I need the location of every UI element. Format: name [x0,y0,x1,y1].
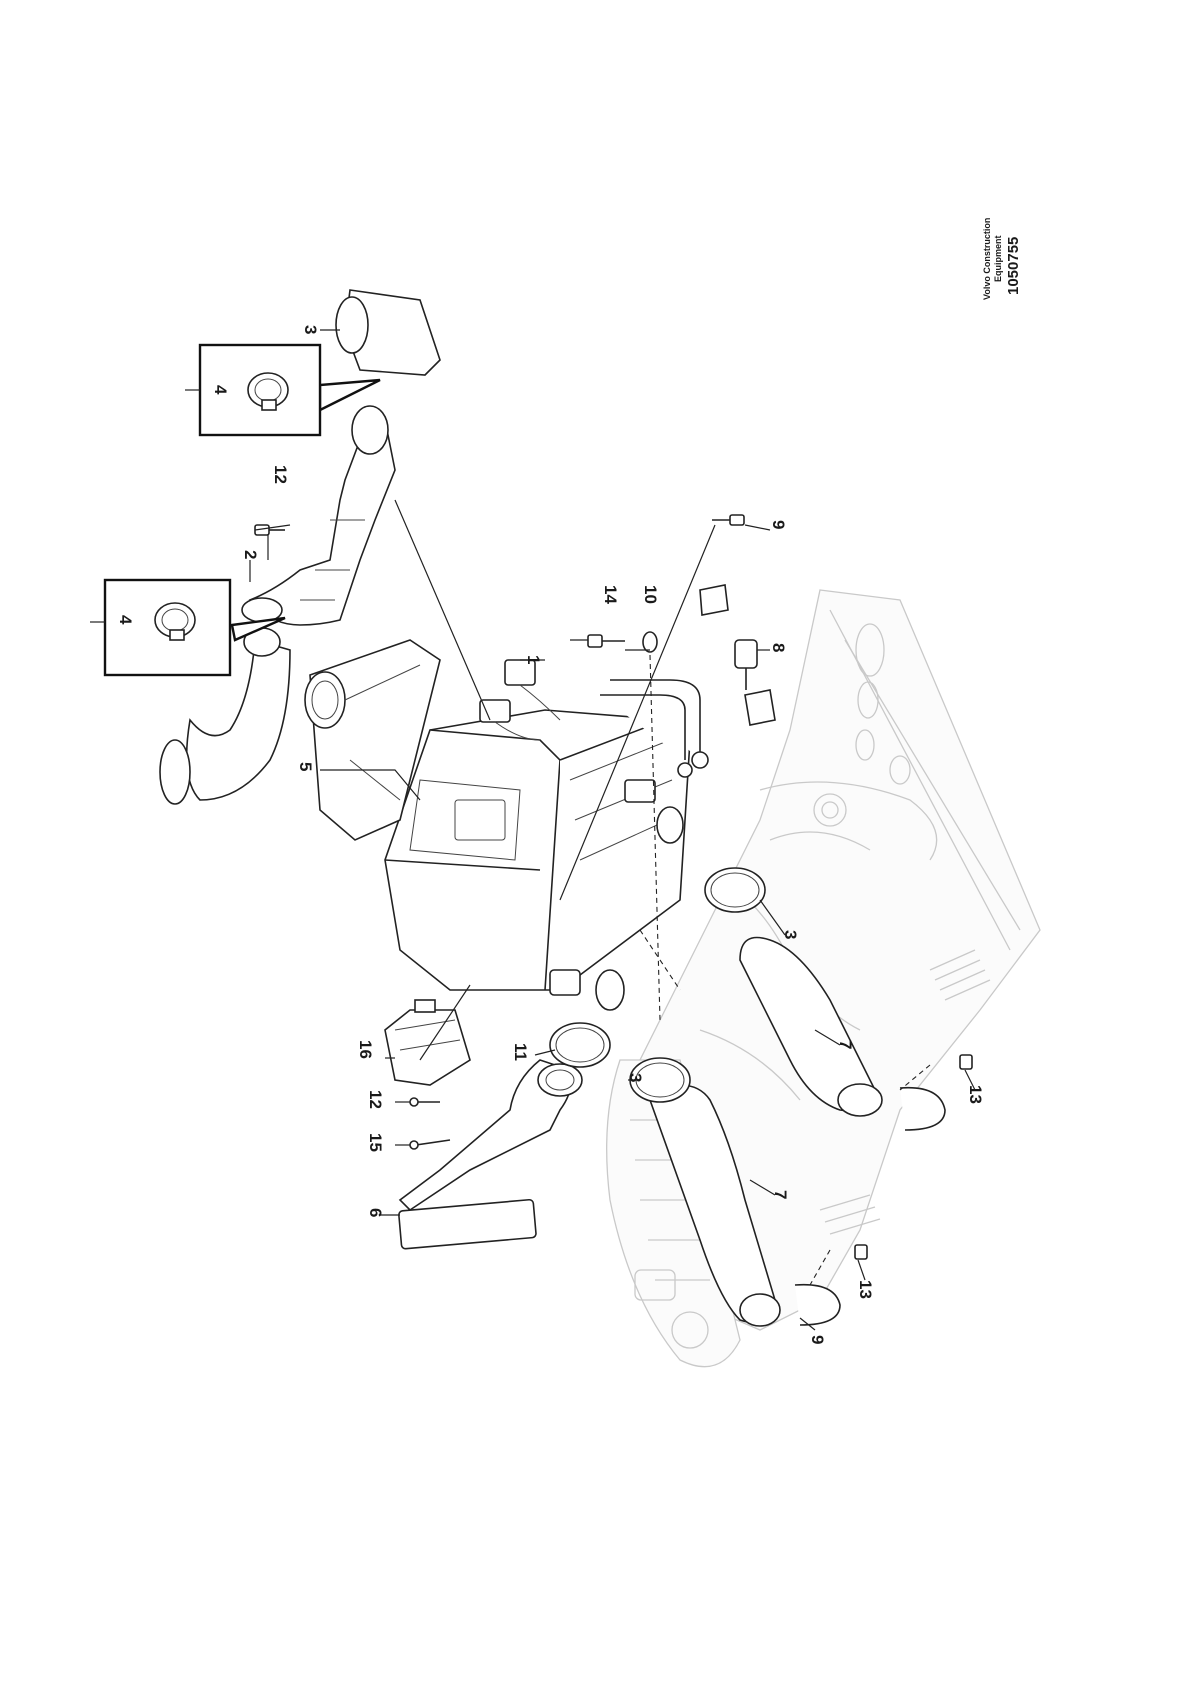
callout-6: 6 [366,1208,385,1217]
clamp-part-3-mid [704,867,766,913]
callout-2: 2 [241,550,260,559]
heater-unit-part-1 [384,659,709,1011]
callout-12-bottom: 12 [366,1090,385,1109]
callout-7-right: 7 [836,1040,855,1049]
clamp-part-11 [549,1022,611,1068]
callout-10: 10 [641,585,660,604]
callout-labels: 3 4 12 2 4 5 1 14 10 9 8 3 16 12 15 11 3… [116,325,985,1344]
bolt-part-9-top [712,514,745,526]
callout-3-top: 3 [301,325,320,334]
duct-elbow-top-left [159,627,291,805]
callout-9-top: 9 [769,520,788,529]
hose-part-7-right [739,936,883,1117]
callout-4-top: 4 [211,385,230,395]
publisher-credit: Volvo Construction Equipment 1050755 [982,218,1022,300]
callout-3-mid: 3 [781,930,800,939]
callout-15: 15 [366,1133,385,1152]
bracket-part-13-right [899,1054,973,1131]
callout-13-right: 13 [966,1085,985,1104]
callout-12-top: 12 [271,465,290,484]
callout-13-bottom: 13 [856,1280,875,1299]
callout-16: 16 [356,1040,375,1059]
callout-4-left: 4 [116,615,135,625]
callout-9-bottom: 9 [808,1335,827,1344]
leader-lines [90,329,976,1331]
callout-11: 11 [511,1043,530,1061]
duct-part-6 [398,1059,583,1250]
hose-part-7-left [649,1083,781,1327]
washer-part-10 [642,631,658,653]
drawing-number: 1050755 [1005,237,1022,295]
callout-14: 14 [601,585,620,604]
detail-box-clamp-4-left [103,578,286,677]
bolt-part-12-bottom [409,1097,440,1107]
sensor-part-8 [699,584,776,726]
duct-part-2 [241,405,396,626]
credit-line-1: Volvo Construction [982,218,992,300]
credit-line-2: Equipment [993,235,1003,282]
duct-part-5 [304,639,441,841]
callout-8: 8 [769,643,788,652]
callout-1: 1 [524,655,543,664]
bolt-part-14 [587,634,625,648]
duct-part-3-top [335,289,441,376]
callout-7-left: 7 [771,1190,790,1199]
control-module-part-16 [384,999,471,1086]
bolt-part-15 [409,1139,451,1150]
bracket-part-13-bottom [794,1244,868,1326]
callout-5: 5 [296,762,315,771]
callout-3-bottom: 3 [626,1073,645,1082]
